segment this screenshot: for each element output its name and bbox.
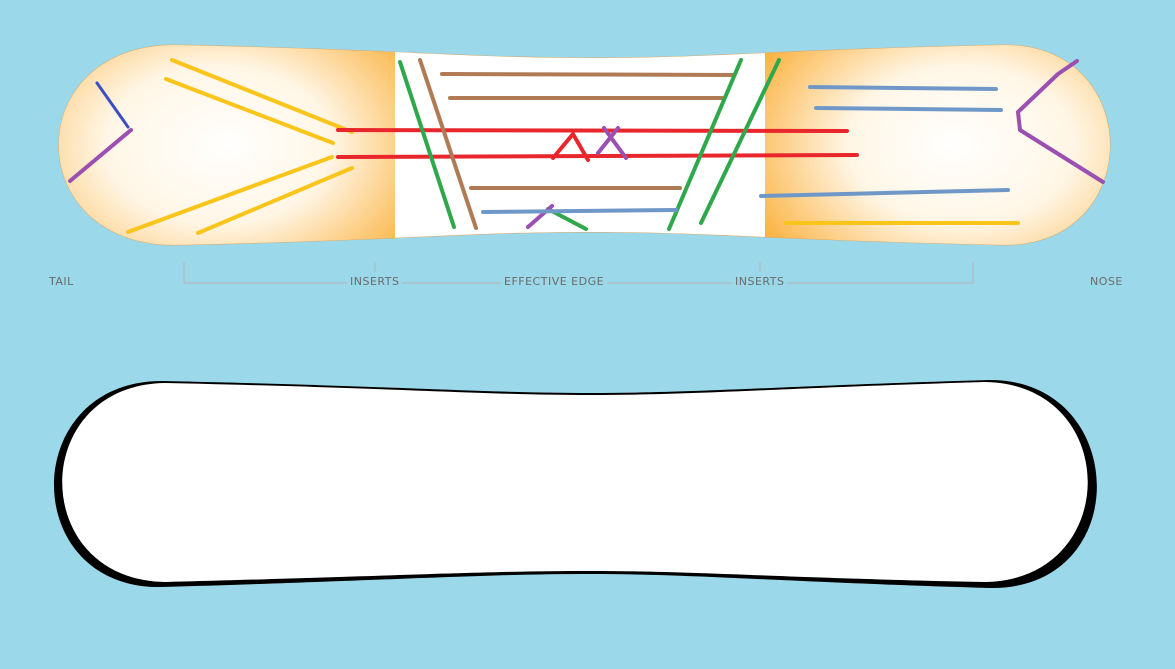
nose-purple-stroke	[1016, 59, 1105, 184]
yellow-stroke	[126, 155, 334, 234]
bottom-board	[54, 380, 1097, 589]
steel-blue-stroke	[808, 85, 998, 91]
green-stroke	[398, 60, 456, 229]
nose-label: NOSE	[1087, 276, 1126, 288]
green-stroke	[667, 58, 743, 231]
steel-blue-stroke	[814, 106, 1003, 112]
nose-glow	[725, 45, 1110, 245]
inserts-left-label: INSERTS	[347, 276, 403, 288]
purple-x-stroke	[596, 126, 620, 155]
bottom-board-base	[62, 382, 1088, 582]
steel-blue-strokes	[481, 85, 1010, 214]
steel-blue-stroke	[481, 208, 678, 214]
purple-strokes	[526, 59, 1105, 229]
yellow-stroke	[170, 58, 354, 134]
green-stroke	[699, 58, 781, 225]
purple-x-stroke	[602, 126, 628, 160]
red-stroke	[336, 128, 849, 133]
brown-stroke	[440, 72, 735, 77]
tail-blue-stroke	[95, 81, 130, 129]
tail-glow	[58, 45, 455, 245]
yellow-stroke	[164, 77, 335, 145]
yellow-stroke	[196, 166, 354, 235]
red-caret-stroke	[551, 132, 590, 162]
tail-strokes	[68, 81, 133, 183]
tail-label: TAIL	[46, 276, 77, 288]
steel-blue-stroke	[759, 188, 1010, 198]
brown-strokes	[418, 58, 735, 230]
inserts-right-label: INSERTS	[732, 276, 788, 288]
yellow-strokes	[126, 58, 1020, 235]
brown-stroke	[418, 58, 478, 230]
effective-edge-label: EFFECTIVE EDGE	[501, 276, 608, 288]
red-stroke	[336, 153, 859, 159]
tail-purple-stroke	[68, 128, 133, 183]
